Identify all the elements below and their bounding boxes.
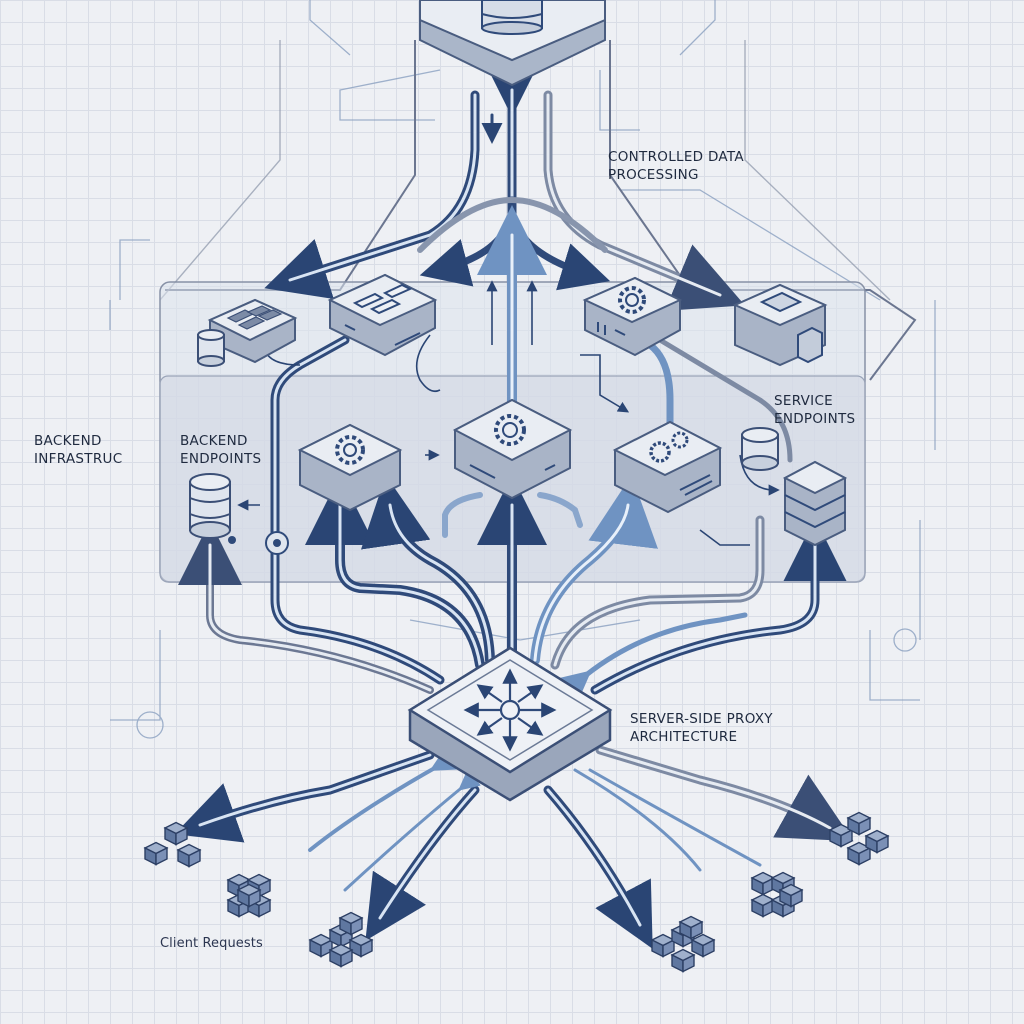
grid-icon	[226, 305, 283, 330]
cube-icon	[176, 843, 202, 868]
cube-icon	[750, 893, 776, 918]
service-node-storage	[732, 283, 828, 367]
gears-icon	[649, 431, 689, 463]
cube-icon	[678, 915, 704, 940]
gear-icon	[494, 414, 526, 446]
cube-icon	[750, 871, 776, 896]
data-pipes	[174, 54, 854, 949]
label-client-requests: Client Requests	[160, 936, 263, 951]
proxy-node	[407, 646, 613, 802]
service-node-gears-right	[612, 420, 723, 514]
center-inflows	[442, 492, 583, 538]
cube-icon	[143, 841, 169, 866]
cube-icon	[778, 883, 804, 908]
label-backend-infrastruc: BACKEND INFRASTRUC	[34, 433, 123, 467]
top-node	[419, 0, 606, 87]
small-database-right	[741, 427, 779, 471]
switch-icon	[352, 283, 413, 315]
cube-icon	[846, 841, 872, 866]
server-rack-icon	[784, 494, 846, 529]
service-node-grid	[207, 298, 298, 364]
cube-icon	[338, 911, 364, 936]
cube-icon	[864, 829, 890, 854]
small-connectors	[228, 531, 289, 555]
cube-icon	[828, 823, 854, 848]
service-node-gear-center	[452, 398, 573, 500]
service-node-gear-top-right	[582, 276, 683, 357]
cube-icon	[328, 943, 354, 968]
storage-box-icon	[759, 291, 803, 313]
database-backend	[189, 473, 231, 539]
cube-icon	[650, 933, 676, 958]
cube-icon	[846, 811, 872, 836]
label-server-side-proxy: SERVER-SIDE PROXY ARCHITECTURE	[630, 711, 773, 745]
cube-icon	[163, 821, 189, 846]
database-icon	[481, 0, 543, 35]
cube-icon	[308, 933, 334, 958]
small-database-left	[197, 329, 225, 367]
label-service-endpoints: SERVICE ENDPOINTS	[774, 393, 856, 427]
cube-icon	[690, 933, 716, 958]
cube-icon	[348, 933, 374, 958]
gear-icon	[335, 435, 365, 465]
label-backend-endpoints: BACKEND ENDPOINTS	[180, 433, 262, 467]
service-node-server-rack	[782, 460, 848, 547]
cube-icon	[770, 871, 796, 896]
outer-hexagon	[159, 40, 891, 301]
service-node-switch	[327, 273, 438, 357]
label-controlled-data-processing: CONTROLLED DATA PROCESSING	[608, 149, 744, 183]
gear-icon	[618, 286, 646, 314]
client-clusters	[143, 811, 890, 973]
cube-icon	[670, 948, 696, 973]
proxy-arrows-icon	[463, 668, 557, 752]
service-node-gear-left	[297, 423, 403, 512]
cube-icon	[236, 883, 262, 908]
